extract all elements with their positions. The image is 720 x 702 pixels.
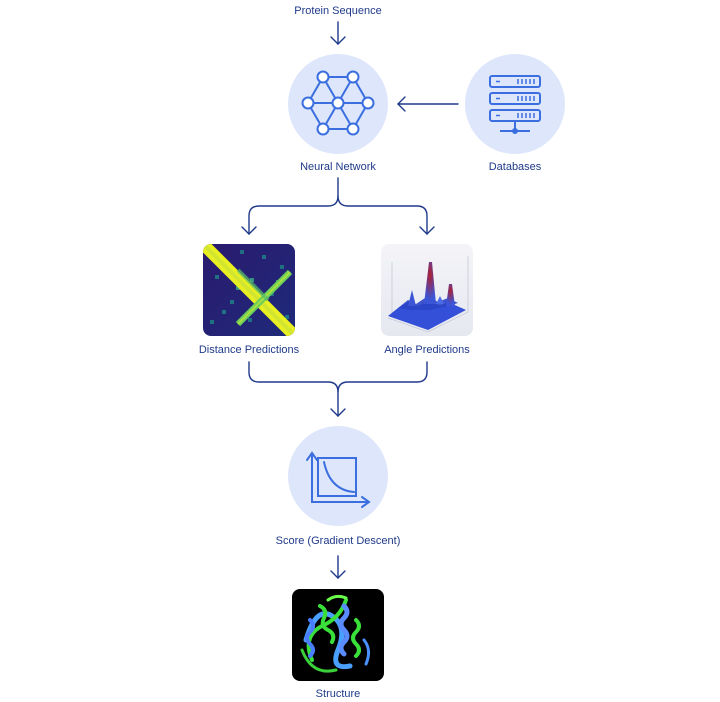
label-distance-predictions: Distance Predictions (199, 344, 300, 356)
loss-curve-icon (306, 451, 371, 508)
arrow-network-split (241, 177, 435, 235)
label-neural-network: Neural Network (300, 161, 376, 173)
arrow-predictions-merge (248, 361, 428, 417)
score-circle (288, 426, 388, 526)
arrow-sequence-to-network (330, 21, 346, 45)
label-structure: Structure (316, 688, 361, 700)
arrow-databases-to-network (397, 96, 459, 112)
node-angle-predictions (381, 244, 473, 336)
node-score (288, 426, 388, 526)
arrow-score-to-structure (330, 555, 346, 579)
node-structure (292, 589, 384, 681)
node-distance-predictions (203, 244, 295, 336)
server-rack-icon (489, 75, 541, 134)
node-databases (465, 54, 565, 154)
label-angle-predictions: Angle Predictions (384, 344, 470, 356)
node-neural-network (288, 54, 388, 154)
label-score: Score (Gradient Descent) (276, 535, 401, 547)
distance-heatmap-icon (203, 244, 295, 336)
label-protein-sequence: Protein Sequence (294, 5, 381, 17)
angle-surface-plot-icon (381, 244, 473, 336)
neural-network-icon (301, 70, 375, 136)
protein-ribbon-icon (292, 589, 384, 681)
label-databases: Databases (489, 161, 542, 173)
